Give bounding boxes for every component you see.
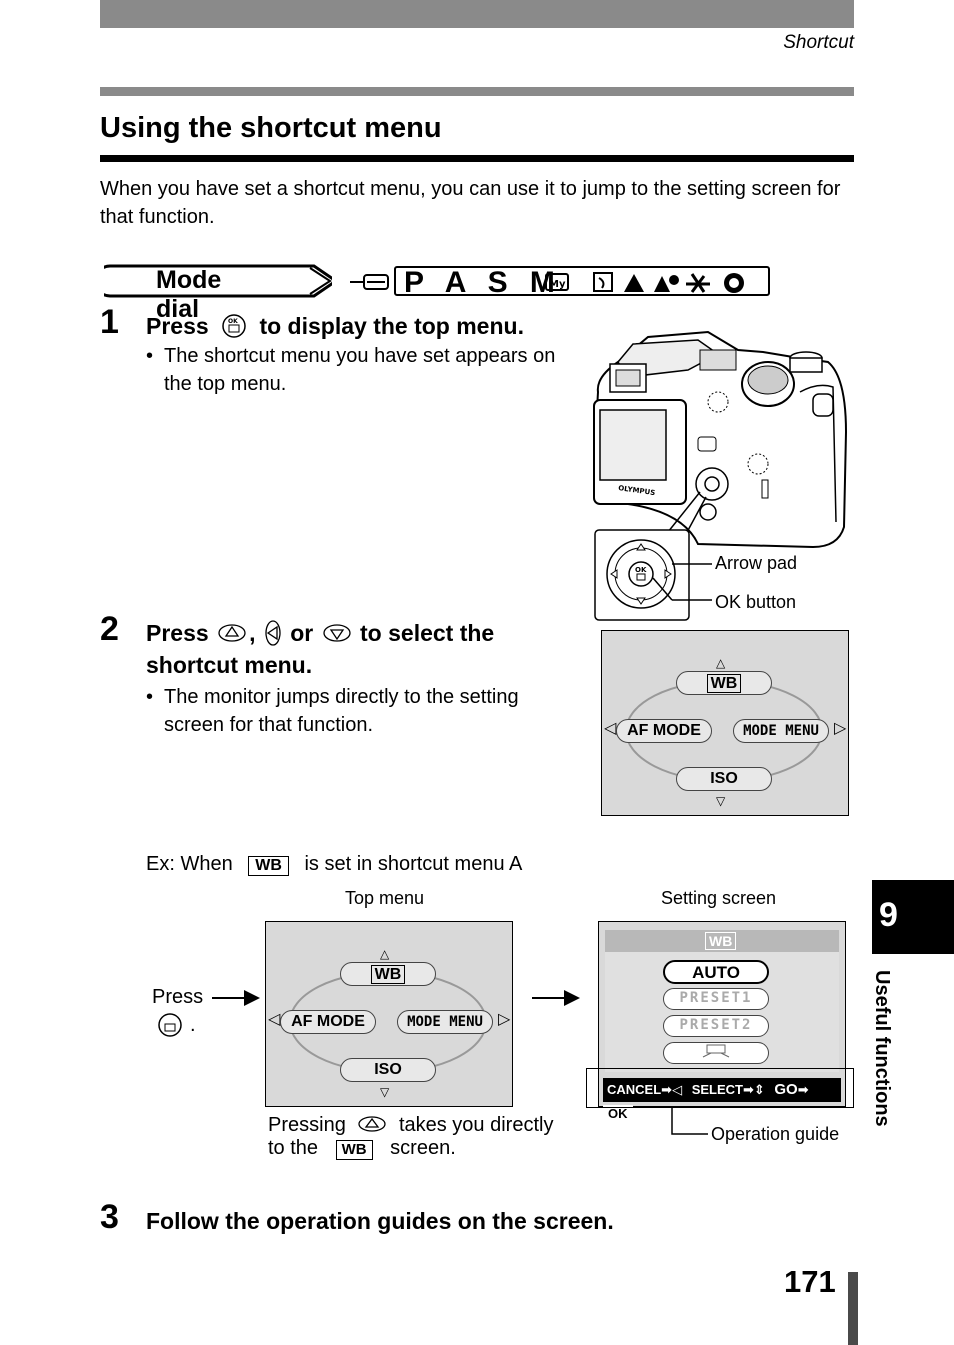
left-triangle-icon: ◁ xyxy=(604,720,617,737)
step-2-bullet-text: The monitor jumps directly to the settin… xyxy=(164,686,519,736)
step-2-bullet: •The monitor jumps directly to the setti… xyxy=(146,686,519,736)
menu-mode-menu-pill[interactable]: MODE MENU xyxy=(397,1010,493,1034)
wb-label: WB xyxy=(370,965,406,984)
ok-label: OK xyxy=(635,566,647,574)
scene-mode-icons: My xyxy=(545,272,744,293)
pressing-post: takes you directly xyxy=(398,1114,554,1136)
option-custom[interactable] xyxy=(663,1042,769,1064)
page-number: 171 xyxy=(784,1264,836,1299)
mode-dial-label: Mode dial xyxy=(156,266,222,323)
mode-icons-box: P A S M My xyxy=(394,266,770,299)
menu-wb-pill[interactable]: WB xyxy=(340,962,436,986)
example-pre: Ex: When xyxy=(146,853,233,875)
svg-text:OK: OK xyxy=(228,318,238,325)
menu-iso-pill[interactable]: ISO xyxy=(340,1058,436,1082)
step-2-or: or xyxy=(290,620,314,646)
guide-cancel: CANCEL xyxy=(607,1082,662,1097)
menu-af-mode-pill[interactable]: AF MODE xyxy=(280,1010,376,1034)
step-2-number: 2 xyxy=(100,610,119,648)
screen-word: screen. xyxy=(390,1137,456,1159)
step-3-title: Follow the operation guides on the scree… xyxy=(146,1208,614,1234)
setting-screen-header: WB xyxy=(605,930,839,952)
step-2-press: Press xyxy=(146,620,209,646)
guide-ok: OK xyxy=(603,1105,633,1122)
operation-guide-highlight xyxy=(586,1068,854,1108)
example-post: is set in shortcut menu A xyxy=(304,853,523,875)
section-title: Using the shortcut menu xyxy=(100,112,442,144)
down-triangle-icon: ▽ xyxy=(380,1085,390,1099)
option-auto[interactable]: AUTO xyxy=(663,960,769,984)
to-the: to the xyxy=(268,1137,319,1159)
callout-line xyxy=(671,1108,708,1135)
step-2-comma: , xyxy=(249,620,256,646)
step-1-text: to display the top menu. xyxy=(259,313,524,339)
svg-text:My: My xyxy=(549,279,566,290)
operation-guide-label: Operation guide xyxy=(711,1124,840,1144)
step-2-title: Press , or to select the shortcut menu. xyxy=(146,617,494,681)
example-line: Ex: When WB is set in shortcut menu A xyxy=(146,853,522,876)
step-1-press: Press xyxy=(146,313,209,339)
menu-af-mode-pill[interactable]: AF MODE xyxy=(616,719,712,743)
custom-wb-icon xyxy=(702,1044,730,1058)
mode-letters: P A S M xyxy=(404,266,562,299)
arrow-right-icon xyxy=(212,990,260,1006)
chapter-tab xyxy=(872,880,954,954)
pressing-caption: Pressing takes you directly to the WB sc… xyxy=(268,1114,553,1160)
guide-go: GO xyxy=(774,1081,798,1098)
right-triangle-icon: ▷ xyxy=(834,720,847,737)
section-rule-top xyxy=(100,87,854,96)
running-header: Shortcut xyxy=(783,32,854,53)
chapter-number: 9 xyxy=(879,896,898,934)
page-bar xyxy=(848,1272,858,1345)
guide-select: SELECT xyxy=(691,1082,743,1097)
menu-mode-menu-pill[interactable]: MODE MENU xyxy=(733,719,829,743)
step-2-text: to select the xyxy=(360,620,495,646)
step-3-number: 3 xyxy=(100,1198,119,1236)
right-triangle-icon: ▷ xyxy=(498,1011,511,1028)
press-period: . xyxy=(190,1014,196,1036)
option-preset2[interactable]: PRESET2 xyxy=(663,1015,769,1037)
menu-iso-pill[interactable]: ISO xyxy=(676,767,772,791)
header-bar xyxy=(100,0,854,28)
arrow-pad-icon: OK xyxy=(606,539,712,609)
up-triangle-icon: △ xyxy=(380,947,390,961)
down-triangle-icon: ▽ xyxy=(716,794,726,808)
arrow-icon xyxy=(350,274,389,290)
step-1-title: Press OK to display the top menu. xyxy=(146,310,524,342)
arrow-up-key-icon xyxy=(218,624,246,642)
intro-paragraph: When you have set a shortcut menu, you c… xyxy=(100,178,841,228)
wb-label: WB xyxy=(706,674,742,693)
ok-button-icon: OK xyxy=(222,314,246,338)
ok-button-icon xyxy=(158,1013,182,1037)
step-2-text-line2: shortcut menu. xyxy=(146,652,313,678)
section-rule-bottom xyxy=(100,155,854,162)
pressing-pre: Pressing xyxy=(268,1114,346,1136)
option-preset1[interactable]: PRESET1 xyxy=(663,988,769,1010)
arrow-pad-label: Arrow pad xyxy=(715,553,798,573)
chapter-title-text: Useful functions xyxy=(871,970,893,1127)
mode-dial-pill xyxy=(104,264,332,298)
setting-screen-label: Setting screen xyxy=(661,888,777,908)
wb-label: WB xyxy=(705,932,737,950)
arrow-left-key-icon xyxy=(265,620,281,646)
up-triangle-icon: △ xyxy=(716,656,726,670)
step-1-bullet-text: The shortcut menu you have set appears o… xyxy=(164,345,556,395)
chapter-title: Useful functions xyxy=(870,970,900,1160)
left-triangle-icon: ◁ xyxy=(268,1011,281,1028)
setting-screen: WB AUTO PRESET1 PRESET2 CANCEL➡◁ SELECT➡… xyxy=(598,921,846,1122)
menu-wb-pill[interactable]: WB xyxy=(676,671,772,695)
arrow-down-key-icon xyxy=(322,624,351,642)
operation-guide-bar: CANCEL➡◁ SELECT➡⇕ GO➡ OK xyxy=(603,1078,841,1122)
ok-button-label: OK button xyxy=(715,592,797,612)
example-top-menu-screen: △ WB ◁ AF MODE MODE MENU ▷ ISO ▽ xyxy=(265,921,513,1107)
top-menu-label: Top menu xyxy=(345,888,425,908)
wb-icon: WB xyxy=(248,856,289,876)
arrow-right-icon xyxy=(532,990,580,1006)
top-menu-screen: △ WB ◁ AF MODE MODE MENU ▷ ISO ▽ xyxy=(601,630,849,816)
step-1-number: 1 xyxy=(100,303,119,341)
step-1-bullet: •The shortcut menu you have set appears … xyxy=(146,345,556,395)
wb-icon: WB xyxy=(335,1140,373,1160)
press-label: Press xyxy=(152,986,204,1008)
arrow-up-key-icon xyxy=(358,1116,387,1132)
